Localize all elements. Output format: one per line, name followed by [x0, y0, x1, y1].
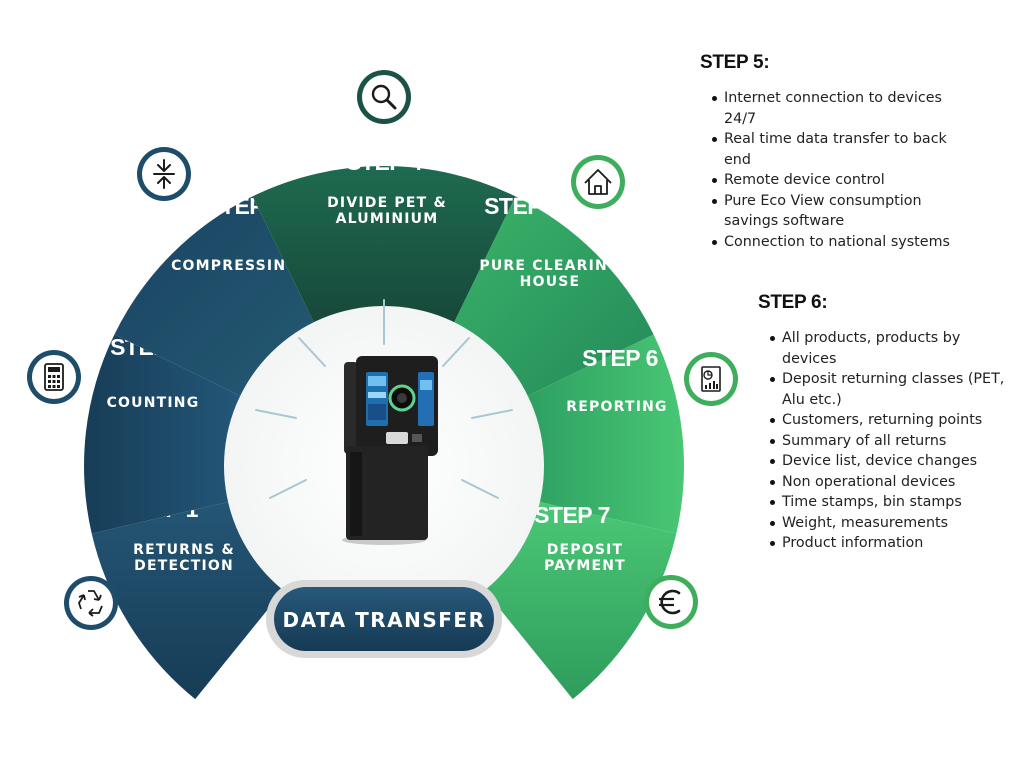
segment-title: RETURNS & [133, 542, 235, 558]
list-item: Product information [770, 533, 1018, 554]
segment-step-label: STEP 6 [582, 345, 658, 371]
segment-title: PURE CLEARING [479, 258, 620, 274]
segment-shape [91, 499, 290, 700]
step5-list: Internet connection to devices 24/7 Real… [700, 88, 960, 252]
step5-details: STEP 5: Internet connection to devices 2… [700, 52, 960, 252]
step6-heading: STEP 6: [758, 292, 828, 313]
list-item: Remote device control [712, 170, 960, 191]
segment-shape [114, 196, 319, 401]
data-transfer-button[interactable]: DATA TRANSFER [266, 580, 502, 658]
segment-step-4: STEP 4 DIVIDE PET &ALUMINIUM [252, 149, 516, 332]
list-item: Device list, device changes [770, 451, 1018, 472]
segment-shape [518, 334, 684, 534]
list-item: Non operational devices [770, 472, 1018, 493]
search-icon [357, 70, 411, 124]
data-transfer-label: DATA TRANSFER [283, 608, 486, 632]
segment-shape [252, 166, 516, 332]
segment-step-label: STEP 5 [484, 193, 561, 219]
list-item: Pure Eco View consumption savings softwa… [712, 191, 960, 232]
step6-details: STEP 6: All products, products by device… [758, 292, 1018, 554]
spokes [255, 299, 513, 499]
list-item: Customers, returning points [770, 410, 1018, 431]
segment-shape [84, 334, 250, 534]
segment-title: ALUMINIUM [336, 211, 439, 227]
segment-title: COMPRESSING [171, 258, 299, 274]
segment-title: PAYMENT [544, 558, 626, 574]
report-icon [684, 352, 738, 406]
calculator-icon [27, 350, 81, 404]
recycling-machine-image [342, 356, 438, 545]
list-item: All products, products by devices [770, 328, 1018, 369]
segment-step-label: STEP 7 [534, 502, 610, 528]
segment-shape [478, 499, 677, 700]
segment-title: HOUSE [520, 274, 581, 290]
segment-title: REPORTING [566, 399, 667, 415]
segment-title: DEPOSIT [547, 542, 624, 558]
segment-step-label: STEP 4 [346, 149, 423, 175]
compress-icon [137, 147, 191, 201]
segment-title: DIVIDE PET & [327, 195, 447, 211]
house-icon [571, 155, 625, 209]
list-item: Deposit returning classes (PET, Alu etc.… [770, 369, 1018, 410]
segment-step-6: STEP 6 REPORTING [518, 334, 684, 534]
segment-shape [449, 196, 654, 401]
euro-icon [644, 575, 698, 629]
list-item: Weight, measurements [770, 513, 1018, 534]
recycle-icon [64, 576, 118, 630]
segment-title: COUNTING [107, 395, 200, 411]
step5-heading: STEP 5: [700, 52, 770, 73]
list-item: Summary of all returns [770, 431, 1018, 452]
list-item: Internet connection to devices 24/7 [712, 88, 960, 129]
list-item: Time stamps, bin stamps [770, 492, 1018, 513]
list-item: Real time data transfer to back end [712, 129, 960, 170]
segment-title: DETECTION [134, 558, 234, 574]
step6-list: All products, products by devices Deposi… [758, 328, 1018, 554]
list-item: Connection to national systems [712, 232, 960, 253]
